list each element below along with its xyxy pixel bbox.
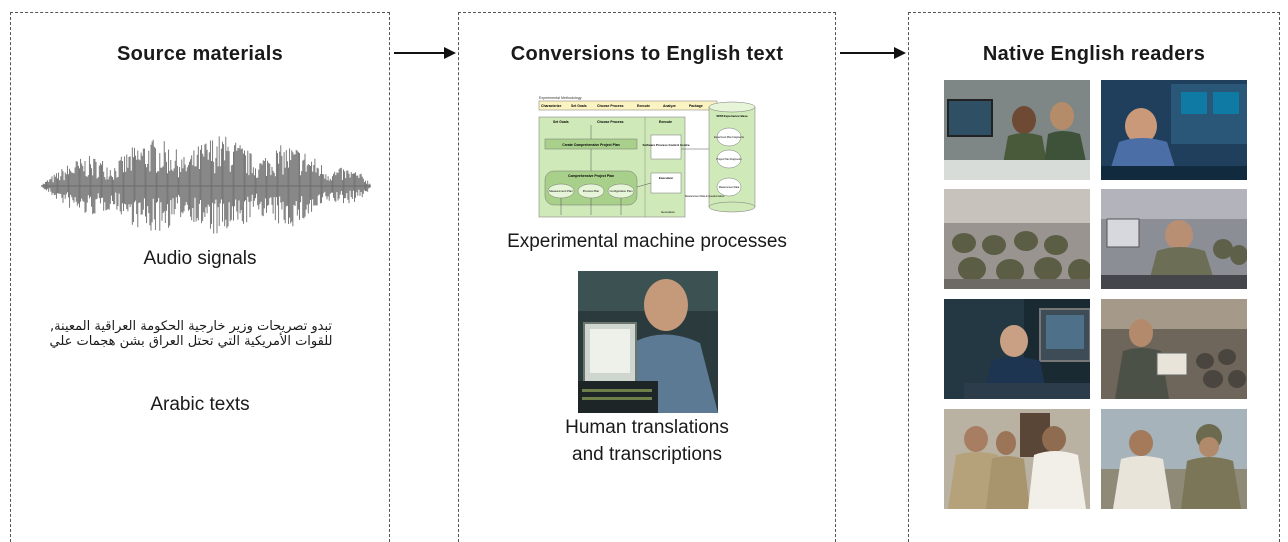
flow-fragment: Measurement Data [719, 186, 740, 189]
panel-title: Native English readers [982, 43, 1206, 65]
photo-human-translator [578, 271, 718, 413]
arabic-line: للقوات الأمريكية التي تحتل العراق بشن هج… [49, 334, 333, 349]
arabic-text-sample: تبدو تصريحات وزير خارجية الحكومة العراقي… [29, 319, 353, 363]
photo-reader [944, 409, 1090, 509]
flow-execution: Execution [659, 176, 674, 180]
flow-fragment: Project Plan Fragments [717, 158, 743, 161]
flow-plan: Configuration Plan [609, 189, 632, 193]
source-materials-panel: Source materials Audio signals تبدو تصري… [10, 12, 390, 542]
flow-experience-base-label: SPM Experience Base [716, 114, 748, 118]
photo-reader [1101, 299, 1247, 399]
machine-processes-caption: Experimental machine processes [507, 231, 787, 252]
flow-fragment: Experiment Plan Fragments [714, 136, 744, 139]
panel-title: Conversions to English text [510, 43, 784, 65]
photo-reader [944, 299, 1090, 399]
flow-heading: Experimental Methodology [539, 96, 582, 100]
photo-reader [1101, 409, 1247, 509]
flow-step: Choose Process [597, 104, 624, 108]
native-readers-panel: Native English readers [908, 12, 1280, 542]
flow-experience-base: SPM Experience Base Experiment Plan Frag… [708, 101, 756, 213]
flow-plan: Process Plan [583, 189, 600, 193]
flow-control-centre: Software Process Control Centre [642, 143, 689, 147]
flow-col-header: Set Goals [553, 120, 569, 124]
audio-waveform [41, 136, 371, 234]
conversions-panel: Conversions to English text Experimental… [458, 12, 836, 542]
human-caption-line: Human translations [565, 417, 729, 438]
flow-steps-bar: Characterize Set Goals Choose Process Ex… [538, 100, 718, 111]
flow-col-header: Choose Process [597, 120, 624, 124]
flow-step: Analyze [663, 104, 676, 108]
photo-reader [944, 189, 1090, 289]
flow-col-header: Execute [659, 120, 672, 124]
panel-title: Source materials [117, 43, 283, 65]
flow-plan: Measurement Plan [549, 189, 573, 193]
flow-comprehensive-plan: Comprehensive Project Plan [568, 174, 614, 178]
photo-reader [944, 80, 1090, 180]
methodology-flowchart: Experimental Methodology Characterize Se… [538, 96, 756, 218]
audio-caption: Audio signals [143, 248, 257, 269]
right-arrow-icon [394, 47, 456, 59]
flow-measurement-link: Measurement Data & Questionnaires [685, 195, 725, 198]
photo-reader [1101, 80, 1247, 180]
photo-reader [1101, 189, 1247, 289]
arabic-caption: Arabic texts [150, 394, 250, 415]
waveform-trace [41, 136, 371, 234]
flow-create-plan: Create Comprehensive Project Plan [562, 143, 619, 147]
flow-step: Package [689, 104, 703, 108]
flow-generation: Generation [661, 210, 675, 214]
flow-step: Set Goals [571, 104, 587, 108]
human-caption-line: and transcriptions [572, 444, 722, 465]
flow-step: Execute [637, 104, 650, 108]
flow-step: Characterize [541, 104, 561, 108]
right-arrow-icon [840, 47, 906, 59]
arabic-line: تبدو تصريحات وزير خارجية الحكومة العراقي… [49, 319, 333, 334]
